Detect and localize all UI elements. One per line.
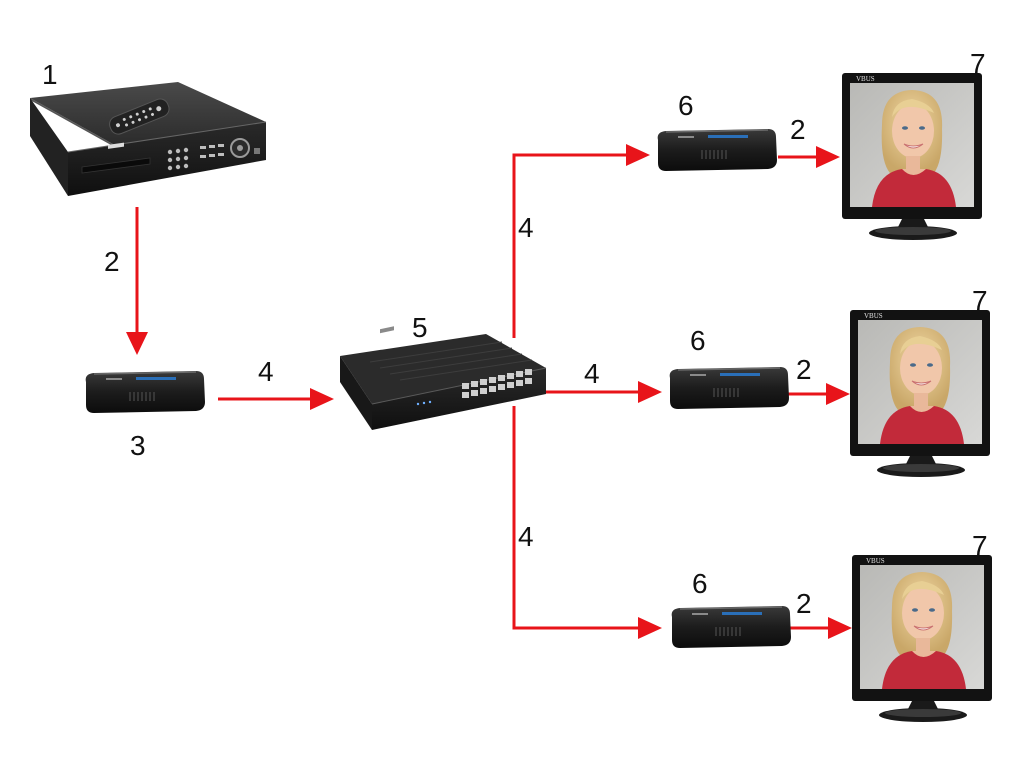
arrow-switch-to-receiver-1: [512, 153, 628, 338]
label-receiver-1: 6: [678, 90, 694, 121]
label-receiver-2: 6: [690, 325, 706, 356]
label-monitor-3: 7: [972, 530, 988, 561]
label-dvr: 1: [42, 59, 58, 90]
monitor-1: VBUS: [841, 72, 983, 241]
label-monitor-2: 7: [972, 285, 988, 316]
label-switch: 5: [412, 312, 428, 343]
hdmi-receiver-3: [670, 605, 792, 649]
monitor-2-brand: VBUS: [864, 312, 883, 320]
arrowhead-dvr-to-transmitter: [126, 332, 148, 355]
arrow-switch-to-receiver-3: [512, 406, 640, 630]
network-switch: [340, 326, 547, 430]
label-utp-cable-top: 4: [518, 212, 534, 243]
arrowhead-receiver-to-monitor-2: [826, 383, 850, 405]
label-hdmi-cable-3: 2: [796, 588, 812, 619]
label-hdmi-cable-1: 2: [790, 114, 806, 145]
hdmi-receiver-1: [656, 128, 778, 172]
label-receiver-3: 6: [692, 568, 708, 599]
label-utp-cable-middle: 4: [584, 358, 600, 389]
label-utp-cable-transmitter: 4: [258, 356, 274, 387]
label-transmitter: 3: [130, 430, 146, 461]
monitor-3: VBUS: [851, 554, 993, 723]
label-utp-cable-bottom: 4: [518, 521, 534, 552]
label-hdmi-cable-2: 2: [796, 354, 812, 385]
hdmi-transmitter: [84, 370, 206, 414]
label-monitor-1: 7: [970, 48, 986, 79]
monitor-1-brand: VBUS: [856, 75, 875, 83]
arrowhead-receiver-to-monitor-3: [828, 617, 852, 639]
label-hdmi-cable-dvr: 2: [104, 246, 120, 277]
arrowhead-switch-to-receiver-2: [638, 381, 662, 403]
monitor-2: VBUS: [849, 309, 991, 478]
monitor-3-brand: VBUS: [866, 557, 885, 565]
arrowhead-switch-to-receiver-1: [626, 144, 650, 166]
arrowhead-transmitter-to-switch: [310, 388, 334, 410]
remote-control: [109, 98, 170, 135]
dvr-recorder: [30, 82, 267, 196]
arrowhead-switch-to-receiver-3: [638, 617, 662, 639]
arrowhead-receiver-to-monitor-1: [816, 146, 840, 168]
hdmi-receiver-2: [668, 366, 790, 410]
arrows: [126, 144, 852, 639]
